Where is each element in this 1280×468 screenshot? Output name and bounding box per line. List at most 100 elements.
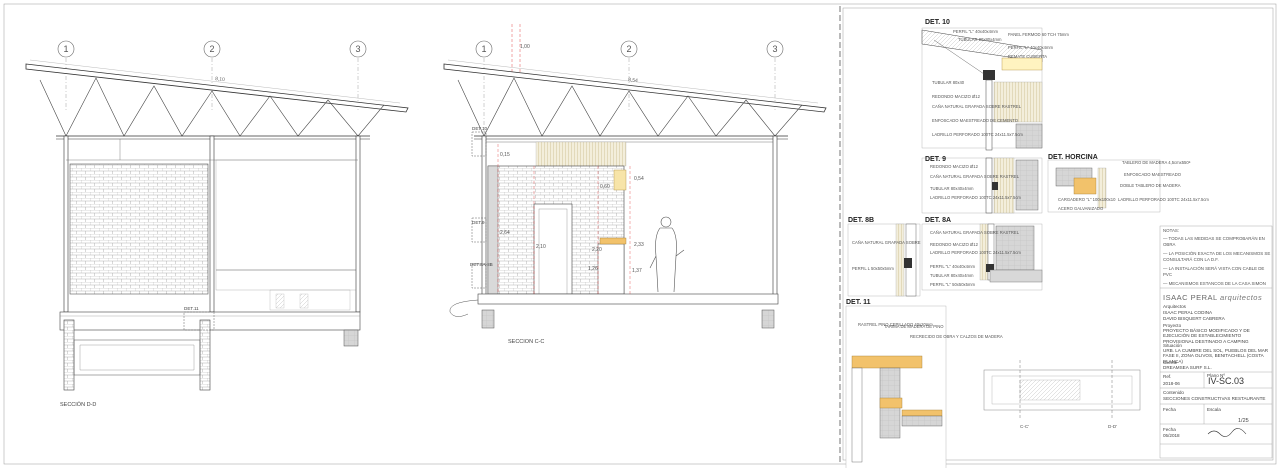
horcina-label-4: LADRILLO PERFORADO 100TC 24x11.5x7.5cm <box>1118 197 1209 202</box>
brand-suffix: arquitectos <box>1220 293 1263 302</box>
horcina-label-0: TABLERO DE MADERA 4,5cmx550ª <box>1122 160 1191 165</box>
grid-bubble-2 <box>203 40 221 58</box>
horcina-label-5: ACERO GALVANIZADO <box>1058 206 1104 211</box>
detail-8a: DET. 8A CAÑA NATURAL GRAPADA SOBRE RASTR… <box>921 217 1043 291</box>
det9-title: DET. 9 <box>925 156 946 163</box>
dim-cc-0: 0,15 <box>500 152 510 158</box>
dim-roof-dd: 8,10 <box>215 76 226 83</box>
dim-cc-5: 2,33 <box>634 242 644 248</box>
horcina-title: DET. HORCINA <box>1048 154 1098 161</box>
dim-cc-4: 2,20 <box>592 247 602 253</box>
det10-label-0: PERFIL "L" 40x40x4mm <box>953 29 998 34</box>
date-label: Fecha <box>1163 427 1176 432</box>
det10-label-3: PERFIL "L" 40x40x4mm <box>1008 45 1053 50</box>
dim-cc-7: 0,60 <box>600 184 610 190</box>
det8a-label-2: LADRILLO PERFORADO 100TC 24x11.5x7.5cm <box>930 250 1021 255</box>
grid-label-cc-3: 3 <box>772 44 777 54</box>
grid-bubble-3 <box>349 40 367 58</box>
door-opening-cc <box>533 203 573 295</box>
ref-value: 2018-06 <box>1163 381 1180 386</box>
grid-label-3: 3 <box>355 44 360 54</box>
det10-label-8: ENFOSCADO MAESTREADO DE CEMENTO <box>932 118 1019 123</box>
grid-label-2: 2 <box>209 44 214 54</box>
det10-label-1: PANEL FERMOD 60 TCH 75mm <box>1008 32 1069 37</box>
det8a-label-4: TUBULAR 80x40x4mm <box>930 273 974 278</box>
title-block <box>1159 225 1273 459</box>
key-plan: C-C' D-D' <box>983 360 1141 429</box>
horcina-label-1: ENFOSCADO MAESTREADO <box>1124 172 1182 177</box>
scale-value: 1/25 <box>1238 418 1249 424</box>
sheet-inner-frame <box>842 7 1274 461</box>
grid-label-1: 1 <box>63 44 68 54</box>
note-item-2: — LA INSTALACIÓN SERÁ VISTA CON CABLE DE… <box>1163 266 1265 277</box>
det11-label-1: TARIMA DE MADERA DE PINO <box>884 324 944 329</box>
client-text: DREAMSEA SURF S.L. <box>1163 365 1212 370</box>
project-text: PROYECTO BÁSICO MODIFICADO Y DE EJECUCIÓ… <box>1163 328 1250 344</box>
date-value: 05/2018 <box>1163 433 1180 438</box>
note-item-1: — LA POSICIÓN EXACTA DE LOS MECANISMOS S… <box>1163 251 1271 262</box>
proj-label: Proyecto <box>1163 323 1182 328</box>
det8a-label-5: PERFIL "L" 50x50x5mm <box>930 282 975 287</box>
note-item-3: — MECANISMOS ESTANCOS DE LA CASA SIMON <box>1163 281 1266 286</box>
section-dd-caption: SECCIÓN D-D <box>60 401 96 408</box>
section-dd: 1 2 3 8,10 DET.11 SECCIÓ <box>25 40 409 408</box>
sheet-border <box>3 3 1277 465</box>
dim-top-cc: 1,00 <box>520 44 530 50</box>
plan-label-dd: D-D' <box>1108 424 1117 429</box>
floor-slab-cc <box>477 293 779 305</box>
det10-label-6: REDONDO MACIZO Ø12 <box>932 94 981 99</box>
notes-heading: NOTAS: <box>1163 228 1180 233</box>
arq-name-1: DAVID BISQUERT CABRERA <box>1163 316 1225 321</box>
horcina-label-3: CARGADERO "L" 100x100x10 <box>1058 197 1116 202</box>
dim-cc-8: 0,54 <box>634 176 644 182</box>
det10-label-2: TUBULAR 80x80x4mm <box>958 37 1002 42</box>
det8-callout: DET.8A-8B <box>470 262 493 267</box>
dim-cc-1: 2,64 <box>500 230 510 236</box>
det10-title: DET. 10 <box>925 19 950 26</box>
dim-cc-2: 2,10 <box>536 244 546 250</box>
det11-label-2: RECRECIDO DE OBRA Y CALZOS DE MADERA <box>910 334 1003 339</box>
brand-name: ISAAC PERAL <box>1163 293 1218 302</box>
det10-label-9: LADRILLO PERFORADO 100TC 24x11.5x7.5cm <box>932 132 1023 137</box>
det9-label-1: CAÑA NATURAL GRAPADA SOBRE RASTREL <box>930 174 1020 179</box>
dim-cc-6: 1,37 <box>632 268 642 274</box>
grid-label-cc-1: 1 <box>481 44 486 54</box>
grid-bubble-cc-1 <box>475 40 493 58</box>
det11-label-0: RASTREL PINO CEPILLADO 40x20mm <box>858 322 933 327</box>
plano-label: Plano Nº <box>1207 373 1226 378</box>
grid-bubble-cc-3 <box>766 40 784 58</box>
brick-wall-dd <box>69 163 209 295</box>
det10-callout: DET.10 <box>472 126 488 131</box>
det10-label-4: REMATE CUBIERTA <box>1008 54 1047 59</box>
det8a-label-1: REDONDO MACIZO Ø12 <box>930 242 979 247</box>
det10-label-5: TUBULAR 80x40 <box>932 80 965 85</box>
roof-cc <box>443 63 827 113</box>
situation-text: URB. LA CUMBRE DEL SOL, PUEBLOS DEL MAR … <box>1163 348 1269 364</box>
det11-callout-dd: DET.11 <box>184 306 199 311</box>
section-cc: 1 2 3 1,00 8,54 <box>443 24 827 345</box>
detail-8b: DET. 8B CAÑA NATURAL GRAPADA SOBRE RASTR… <box>847 217 942 297</box>
content-label: Contenido <box>1163 390 1184 395</box>
client-label: Cliente <box>1163 360 1178 365</box>
det9-label-0: REDONDO MACIZO Ø12 <box>930 164 979 169</box>
det8b-label-1: PERFIL L 50x50x5mm <box>852 266 894 271</box>
det11-title: DET. 11 <box>846 299 871 306</box>
detail-11: DET. 11 RASTREL PINO CEPILLADO 40x20mm T… <box>845 299 1003 468</box>
det8a-label-3: PERFIL "L" 40x40x4mm <box>930 264 975 269</box>
drawing-code: IV-SC.03 <box>1208 376 1245 386</box>
detail-horcina: DET. HORCINA TABLERO DE MADERA 4,5cmx550… <box>1047 154 1209 213</box>
horcina-label-2: DOBLE TABLERO DE MADERA <box>1120 183 1181 188</box>
grid-label-cc-2: 2 <box>626 44 631 54</box>
escala-label: Escala <box>1207 407 1221 412</box>
det9-label-2: TUBULAR 80x40x4mm <box>930 186 974 191</box>
fecha-label: Fecha <box>1163 407 1176 412</box>
roof-dd <box>25 63 409 113</box>
content-text: SECCIONES CONSTRUCTIVAS RESTAURANTE <box>1163 396 1266 401</box>
det9-callout: DET.9 <box>472 220 485 225</box>
section-cc-caption: SECCION C-C <box>508 339 544 345</box>
plan-label-cc: C-C' <box>1020 424 1029 429</box>
detail-10: DET. 10 PERFIL "L" 40x40x4mm PANEL FERMO… <box>921 19 1069 151</box>
person-figure <box>649 216 685 293</box>
truss-cc <box>457 77 803 137</box>
